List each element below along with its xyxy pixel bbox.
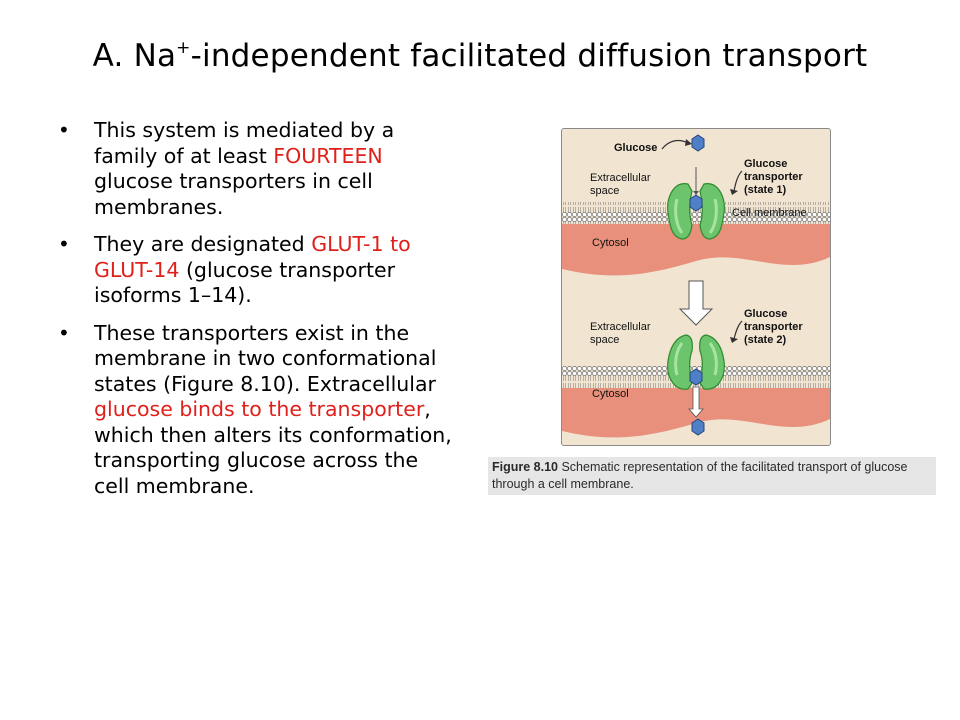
bullet-item: • They are designated GLUT-1 to GLUT-14 … — [58, 232, 458, 309]
bullet-2-text-a: They are designated — [94, 232, 312, 256]
cytosol-label-2: Cytosol — [592, 388, 629, 400]
slide-title: A. Na+-independent facilitated diffusion… — [0, 38, 960, 74]
transporter-label-1a: Glucose — [744, 158, 787, 170]
extracellular-label-2b: space — [590, 334, 619, 346]
state-transition-arrow — [678, 280, 714, 326]
figure-caption: Figure 8.10 Schematic representation of … — [488, 457, 936, 495]
caption-figure-number: Figure 8.10 — [492, 460, 558, 474]
bullet-dot-icon: • — [58, 320, 70, 345]
transporter-label-1b: transporter — [744, 171, 803, 183]
glucose-icon — [689, 368, 703, 386]
glucose-icon — [691, 418, 705, 436]
down-arrow-2 — [688, 386, 704, 418]
title-suffix: -independent facilitated diffusion trans… — [190, 38, 868, 74]
caption-text: Schematic representation of the facilita… — [492, 460, 908, 491]
bullet-1-text-b: glucose transporters in cell membranes. — [94, 169, 373, 219]
bullet-3-text-a: These transporters exist in the membrane… — [94, 320, 437, 396]
cytosol-label-1: Cytosol — [592, 237, 629, 249]
glucose-label: Glucose — [614, 142, 657, 154]
title-superscript: + — [176, 37, 191, 58]
transporter-label-2c: (state 2) — [744, 334, 787, 346]
cytosol-region-1 — [562, 224, 830, 276]
transporter-state-1 — [667, 183, 725, 240]
bullet-dot-icon: • — [58, 232, 70, 256]
state-2-group: Extracellular space Glucose transporter … — [562, 308, 830, 438]
transporter-label-2b: transporter — [744, 321, 803, 333]
bullet-3-highlight: glucose binds to the transporter — [94, 397, 425, 421]
transporter-state-2 — [667, 334, 725, 390]
bullet-2-text-b: (glucose transporter isoforms 1–14). — [94, 257, 396, 308]
title-prefix: A. Na — [92, 38, 177, 74]
extracellular-label-1a: Extracellular — [590, 172, 651, 184]
extracellular-label-2a: Extracellular — [590, 321, 651, 333]
bullet-dot-icon: • — [58, 118, 70, 142]
bullet-1-highlight: FOURTEEN — [273, 143, 383, 168]
glucose-icon — [691, 134, 705, 152]
transporter-label-1c: (state 1) — [744, 184, 787, 196]
membrane-bilayer-1 — [562, 202, 830, 224]
bullet-list: • This system is mediated by a family of… — [58, 118, 458, 511]
figure-panel: Glucose Extracellular space Glucose tran… — [561, 128, 831, 446]
bullet-2-highlight: GLUT-1 to GLUT-14 — [94, 232, 411, 282]
bullet-1-text-a: This system is mediated by a family of a… — [94, 118, 395, 168]
bullet-item: • These transporters exist in the membra… — [58, 321, 458, 500]
bullet-3-text-b: , which then alters its conformation, tr… — [94, 397, 452, 498]
extracellular-label-1b: space — [590, 185, 619, 197]
state-1-group: Glucose Extracellular space Glucose tran… — [562, 134, 830, 276]
bullet-item: • This system is mediated by a family of… — [58, 118, 458, 220]
glucose-icon — [689, 194, 703, 212]
transport-diagram: Glucose Extracellular space Glucose tran… — [562, 134, 830, 438]
cell-membrane-label: Cell membrane — [732, 207, 807, 219]
transporter-label-2a: Glucose — [744, 308, 787, 320]
